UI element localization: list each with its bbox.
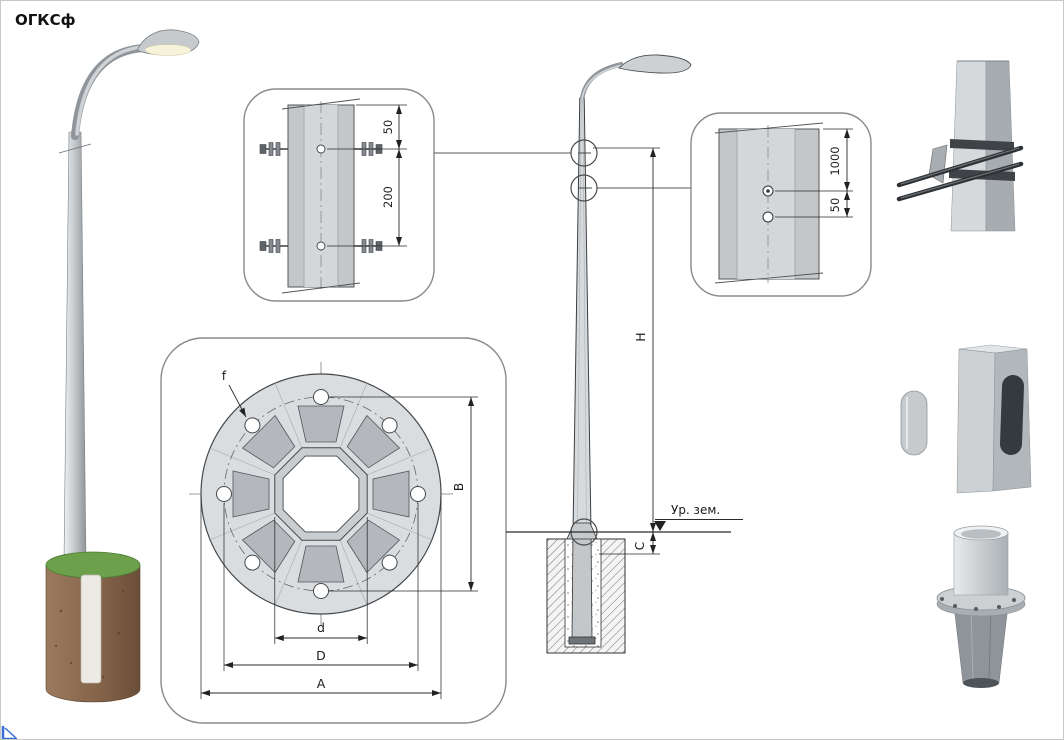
dim-h-text: H [633,332,648,341]
dim-1000-text: 1000 [828,146,842,175]
elevation-lamp-arm [579,61,624,100]
flange-detail-callout: f B d D A [160,337,507,724]
embedded-sleeve [80,574,102,684]
flange-bolt-holes [216,389,426,599]
detail-marker-top [570,139,598,167]
break-line-bottom [281,282,361,294]
dim-inner-diameter: d [274,517,368,644]
base-tube [953,532,1009,596]
clamp-bands-3d-render [896,60,1024,232]
pole-section-octagon-inner [282,455,360,533]
dim-outer-diameter: A [200,496,442,699]
top-detail-dimensions: 50 200 [327,104,407,247]
dim-embedment: C [599,532,660,555]
dim-d-big-text: D [316,648,326,663]
pole-facet-band [737,129,795,279]
flange-gussets [232,405,410,583]
pole-seam-mark [58,143,92,154]
dim-b-text: B [451,483,466,492]
dim-c-text: C [632,541,647,550]
base-skirt [953,605,1009,684]
pole-base-plate [568,636,596,645]
page-title: ОГКСф [15,11,76,29]
dim-50-text: 50 [828,198,842,213]
dim-200-text: 200 [381,186,395,208]
grounding-bolt-center [766,189,770,193]
grass-top [45,551,141,579]
dim-50-text: 50 [381,120,395,135]
break-line-top [281,98,361,110]
clamp-band-upper [950,139,1014,151]
base-bottom [963,678,999,688]
foundation-3d [45,551,141,703]
break-line-top [714,122,824,134]
hole-diameter-label: f [222,368,227,383]
base-flare [566,522,598,540]
door-opening [999,375,1025,455]
side-hole-detail-callout: 1000 50 [690,112,872,297]
arm-highlight [581,64,624,100]
base-part-3d-render [936,525,1026,688]
dim-d-small-text: d [317,620,325,635]
dim-a-text: A [317,676,326,691]
foundation-section [546,531,626,654]
pole-elevation-drawing: Ур. зем. H C [506,54,743,654]
access-door-3d-render [900,344,1032,494]
lower-hole [762,211,774,223]
lamp-arm-highlight [75,45,145,136]
dim-bolt-span: B [329,396,478,592]
base-tube-opening [961,529,1001,539]
top-mount-detail-callout: 50 200 [243,88,435,302]
door-cover-part [900,390,928,456]
hole-diameter-callout: f [222,368,247,418]
dim-bolt-circle: D [223,503,419,671]
detail-marker-side [570,174,598,202]
embedded-pole-part [571,531,593,640]
break-line-bottom [714,272,824,284]
callout-connectors [434,152,691,189]
pole-face-light [956,348,996,494]
lamp-diffuser [144,44,192,56]
elevation-lamp-head [618,54,692,74]
pole-mast [63,131,87,562]
ground-level-label: Ур. зем. [671,503,720,517]
pole-3d-render [45,29,200,703]
flange-sector-lines [209,382,433,606]
dim-height: H [593,147,660,532]
corner-decoration [1,726,17,739]
ground-level-mark: Ур. зем. [654,503,743,531]
side-detail-dimensions: 1000 50 [775,128,853,218]
